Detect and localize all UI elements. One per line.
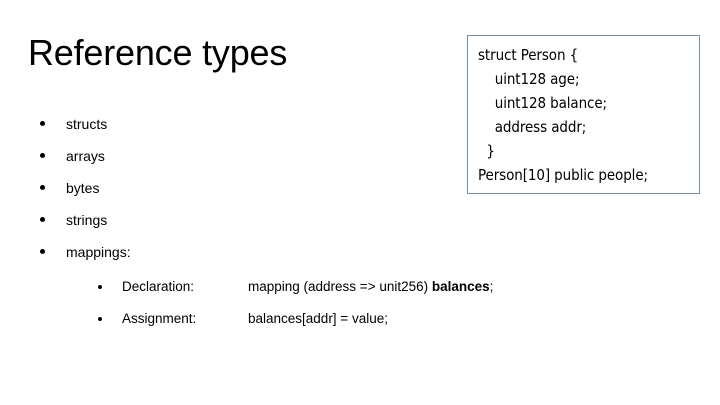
code-snippet-box: struct Person { uint128 age; uint128 bal… [467,35,700,194]
code-line: address addr; [478,118,587,136]
bullet-dot-icon [40,185,45,190]
list-item-label: structs [66,116,108,132]
list-item-label: mappings: [66,244,131,260]
sub-bullet-list: Declaration: mapping (address => unit256… [98,271,658,335]
bullet-dot-icon [40,217,45,222]
list-item: arrays [40,140,440,172]
code-line: struct Person { [478,46,579,64]
list-item: structs [40,108,440,140]
list-item: mappings: [40,236,440,268]
declaration-prefix: mapping (address => unit256) [248,279,432,294]
bullet-dot-icon [40,249,45,254]
code-line: } [478,142,495,160]
bullet-list: structs arrays bytes strings mappings: [40,108,440,268]
sub-list-item: Assignment: balances[addr] = value; [98,303,658,335]
sub-list-item-value: balances[addr] = value; [248,303,388,335]
sub-list-item-value: mapping (address => unit256) balances; [248,271,493,303]
code-line: uint128 age; [478,70,580,88]
code-line: Person[10] public people; [478,166,648,184]
bullet-dot-icon [98,317,102,321]
list-item-label: bytes [66,180,100,196]
sub-list-item: Declaration: mapping (address => unit256… [98,271,658,303]
page-title: Reference types [28,32,288,73]
assignment-expression: balances[addr] = value; [248,311,388,326]
list-item-label: arrays [66,148,105,164]
list-item-label: strings [66,212,108,228]
bullet-dot-icon [40,121,45,126]
list-item: strings [40,204,440,236]
declaration-suffix: ; [489,279,494,294]
sub-list-item-label: Declaration: [122,279,195,294]
list-item: bytes [40,172,440,204]
declaration-identifier: balances [431,279,490,294]
sub-list-item-label: Assignment: [122,311,197,326]
code-line: uint128 balance; [478,94,608,112]
bullet-dot-icon [40,153,45,158]
bullet-dot-icon [98,285,102,289]
